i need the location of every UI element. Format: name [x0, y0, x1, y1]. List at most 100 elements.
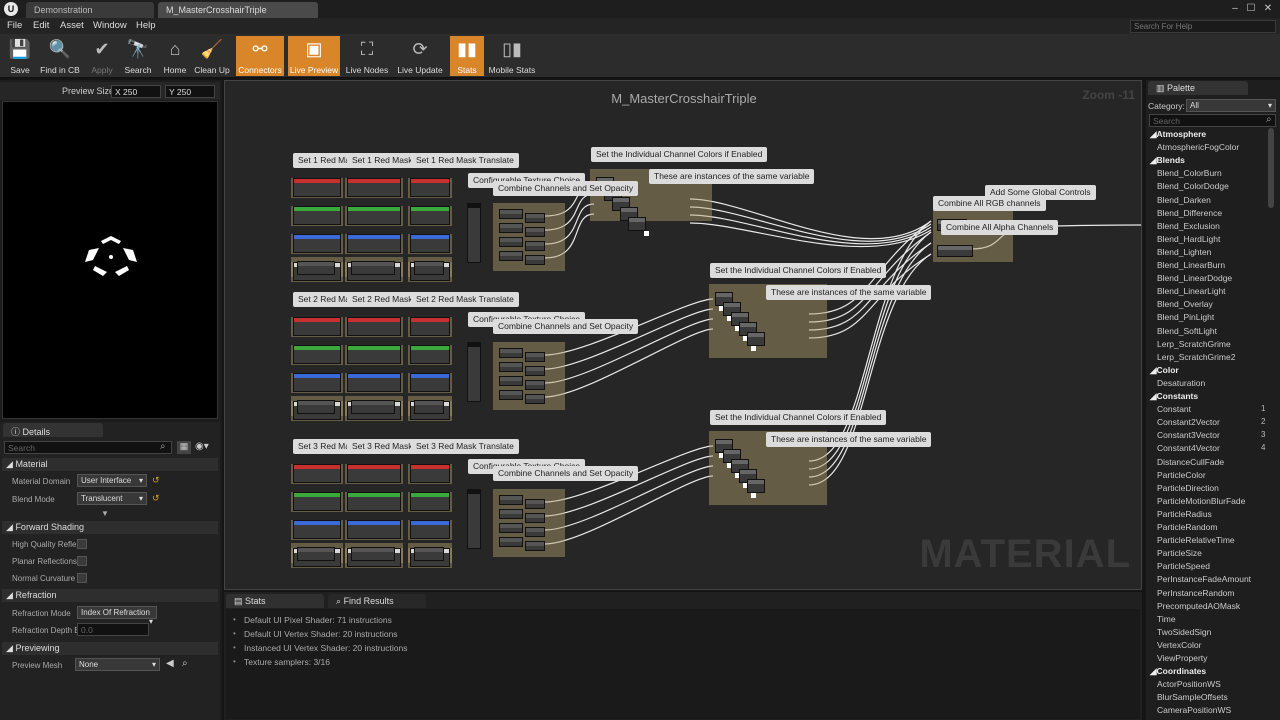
tab-palette[interactable]: ▥ Palette: [1148, 81, 1248, 95]
palette-category[interactable]: ◢Coordinates: [1150, 666, 1206, 677]
use-selected-arrow-icon[interactable]: ◀: [166, 658, 174, 669]
hq-reflections-checkbox[interactable]: [77, 539, 87, 549]
palette-item[interactable]: CameraPositionWS: [1157, 705, 1231, 715]
tab-demonstration[interactable]: Demonstration: [26, 2, 154, 18]
palette-item[interactable]: Blend_ColorBurn: [1157, 168, 1222, 178]
normal-curvature-checkbox[interactable]: [77, 573, 87, 583]
material-node[interactable]: [525, 541, 545, 551]
material-node[interactable]: [499, 362, 523, 372]
material-node[interactable]: [293, 178, 341, 197]
tab-stats[interactable]: ▤ Stats: [226, 594, 324, 608]
comment-bubble[interactable]: These are instances of the same variable: [766, 432, 932, 447]
material-node[interactable]: [410, 345, 450, 364]
material-node[interactable]: [347, 178, 401, 197]
grid-view-icon[interactable]: ▦: [177, 441, 191, 454]
material-node[interactable]: [525, 513, 545, 523]
node-pin[interactable]: [644, 231, 649, 236]
palette-item[interactable]: ParticleSize: [1157, 548, 1202, 558]
material-node[interactable]: [499, 509, 523, 519]
palette-item[interactable]: Blend_HardLight: [1157, 234, 1220, 244]
preview-mesh-dropdown[interactable]: None▾: [75, 658, 160, 671]
comment-bubble[interactable]: Combine Channels and Set Opacity: [493, 319, 639, 334]
palette-item[interactable]: Blend_Lighten: [1157, 247, 1211, 257]
tab-material[interactable]: M_MasterCrosshairTriple: [158, 2, 318, 18]
palette-item[interactable]: BlurSampleOffsets: [1157, 692, 1228, 702]
material-node[interactable]: [351, 400, 395, 414]
browse-search-icon[interactable]: ⌕: [182, 658, 188, 669]
comment-bubble[interactable]: Combine Channels and Set Opacity: [493, 181, 639, 196]
palette-category[interactable]: ◢Constants: [1150, 391, 1198, 402]
material-node[interactable]: [347, 345, 401, 364]
material-node[interactable]: [414, 400, 444, 414]
material-node[interactable]: [410, 178, 450, 197]
palette-item[interactable]: PrecomputedAOMask: [1157, 601, 1240, 611]
material-node[interactable]: [525, 352, 545, 362]
palette-item[interactable]: Blend_ColorDodge: [1157, 181, 1229, 191]
material-node[interactable]: [499, 376, 523, 386]
material-node[interactable]: [525, 527, 545, 537]
material-node[interactable]: [499, 251, 523, 261]
material-node[interactable]: [467, 203, 481, 263]
palette-item[interactable]: Blend_SoftLight: [1157, 326, 1217, 336]
connectors-button[interactable]: ⚯Connectors: [236, 36, 284, 76]
maximize-icon[interactable]: ☐: [1246, 3, 1256, 14]
material-node[interactable]: [347, 464, 401, 483]
reset-arrow-icon[interactable]: ↺: [152, 493, 160, 503]
palette-item[interactable]: Lerp_ScratchGrime2: [1157, 352, 1235, 362]
material-node[interactable]: [499, 523, 523, 533]
material-node[interactable]: [297, 547, 335, 561]
reset-arrow-icon[interactable]: ↺: [152, 475, 160, 485]
comment-bubble[interactable]: These are instances of the same variable: [649, 169, 815, 184]
material-node[interactable]: [293, 206, 341, 225]
node-pin[interactable]: [743, 483, 748, 488]
palette-item[interactable]: ParticleMotionBlurFade: [1157, 496, 1245, 506]
material-node[interactable]: [347, 520, 401, 539]
palette-item[interactable]: Constant3Vector: [1157, 430, 1220, 440]
palette-item[interactable]: Lerp_ScratchGrime: [1157, 339, 1231, 349]
material-node[interactable]: [351, 547, 395, 561]
palette-category[interactable]: ◢Atmosphere: [1150, 129, 1206, 140]
section-material[interactable]: ◢ Material: [2, 458, 218, 471]
refraction-depth-field[interactable]: 0.0: [77, 623, 149, 636]
tab-find-results[interactable]: ⌕ Find Results: [328, 594, 426, 608]
material-node[interactable]: [347, 206, 401, 225]
material-node[interactable]: [525, 394, 545, 404]
material-node[interactable]: [499, 348, 523, 358]
palette-item[interactable]: Blend_Darken: [1157, 195, 1211, 205]
palette-item[interactable]: ActorPositionWS: [1157, 679, 1221, 689]
menu-edit[interactable]: Edit: [33, 20, 50, 31]
palette-item[interactable]: Blend_PinLight: [1157, 312, 1214, 322]
material-node[interactable]: [499, 390, 523, 400]
material-node[interactable]: [499, 209, 523, 219]
material-node[interactable]: [467, 489, 481, 549]
material-node[interactable]: [525, 255, 545, 265]
menu-asset[interactable]: Asset: [60, 20, 84, 31]
palette-item[interactable]: DistanceCullFade: [1157, 457, 1224, 467]
palette-item[interactable]: TwoSidedSign: [1157, 627, 1211, 637]
material-node[interactable]: [293, 234, 341, 253]
material-node[interactable]: [499, 537, 523, 547]
material-node[interactable]: [414, 547, 444, 561]
comment-bubble[interactable]: Combine Channels and Set Opacity: [493, 466, 639, 481]
live-nodes-button[interactable]: ⛶Live Nodes: [344, 36, 390, 76]
palette-category[interactable]: ◢Blends: [1150, 155, 1185, 166]
live-update-button[interactable]: ⟳Live Update: [394, 36, 446, 76]
palette-search-input[interactable]: Search: [1149, 114, 1276, 127]
save-button[interactable]: 💾Save: [5, 36, 35, 76]
material-node[interactable]: [937, 245, 973, 257]
palette-item[interactable]: Constant: [1157, 404, 1191, 414]
blend-mode-dropdown[interactable]: Translucent▾: [77, 492, 147, 505]
material-node[interactable]: [347, 373, 401, 392]
material-node[interactable]: [293, 464, 341, 483]
material-node[interactable]: [293, 317, 341, 336]
material-node[interactable]: [525, 499, 545, 509]
palette-item[interactable]: Blend_Overlay: [1157, 299, 1213, 309]
live-preview-button[interactable]: ▣Live Preview: [288, 36, 340, 76]
palette-item[interactable]: ParticleSpeed: [1157, 561, 1210, 571]
material-node[interactable]: [747, 479, 765, 493]
eye-icon[interactable]: ◉▾: [195, 441, 209, 452]
section-refraction[interactable]: ◢ Refraction: [2, 589, 218, 602]
material-node[interactable]: [747, 332, 765, 346]
comment-bubble[interactable]: Set 1 Red Mask Translate: [411, 153, 519, 168]
